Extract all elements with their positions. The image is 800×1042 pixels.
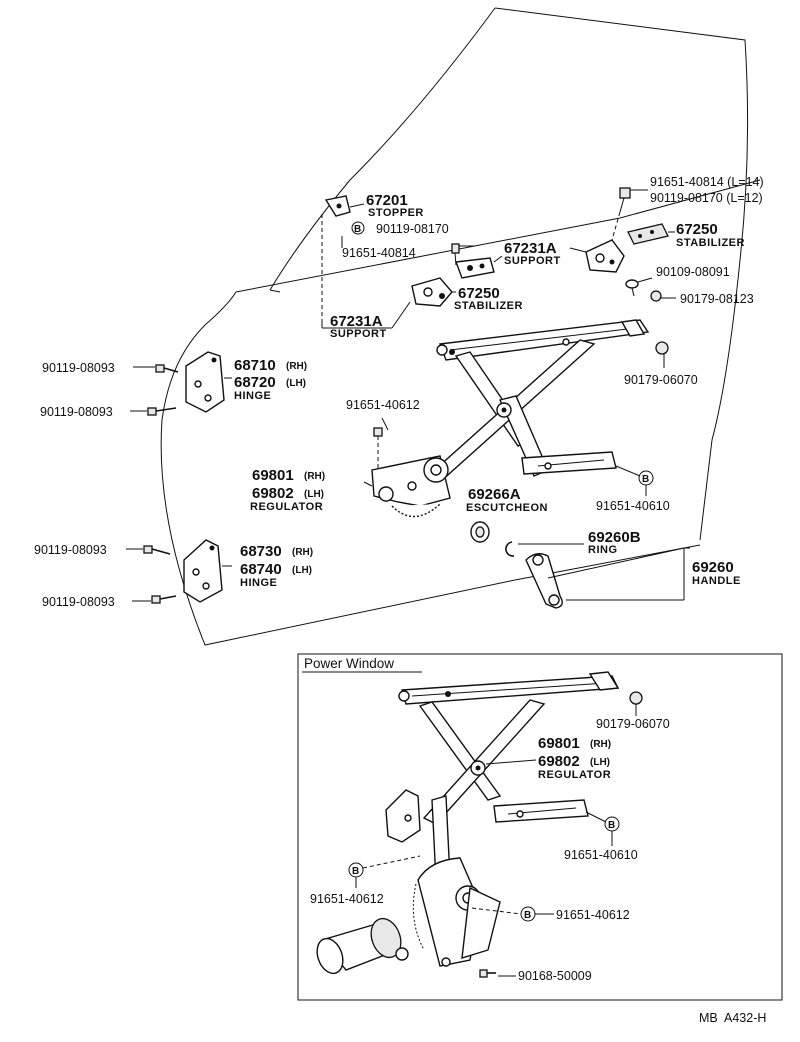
label-91651-40610: 91651-40610 [596,499,670,513]
pw-label-regulator: REGULATOR [538,769,611,781]
hinge-upper [185,351,225,413]
pw-label-lh: (LH) [590,757,610,768]
stopper-part [324,195,365,217]
hinge-bolt-icon [151,595,177,604]
b-circle-icon [351,221,365,235]
label-90179-06070: 90179-06070 [624,373,698,387]
hinge-bolt-icon [155,364,179,373]
label-lh-2: (LH) [292,565,312,576]
pw-label-rh: (RH) [590,739,611,750]
label-ring: RING [588,544,618,556]
label-68740: 68740 [240,561,282,578]
label-hinge-1: HINGE [234,390,271,402]
label-68720: 68720 [234,374,276,391]
label-91651-40814: 91651-40814 [342,246,416,260]
label-68710: 68710 [234,357,276,374]
label-67201: 67201 [366,192,408,209]
label-b-right: B [642,474,649,485]
label-67231a-top: 67231A [504,240,557,257]
pw-screw-icon [479,969,496,978]
label-stopper: STOPPER [368,207,424,219]
power-window-panel: Power Window [297,653,783,1001]
pw-label-b3: B [524,910,531,921]
motor-icon [316,917,409,975]
hinge-lower [183,539,223,603]
label-69801: 69801 [252,467,294,484]
washer-icon [625,279,639,297]
label-90119-08170: 90119-08170 [376,222,449,236]
label-69266a: 69266A [468,486,521,503]
stabilizer-right [627,223,669,245]
stabilizer-mid [411,277,453,307]
label-69260b: 69260B [588,529,641,546]
label-hinge-2: HINGE [240,577,277,589]
label-rh-3: (RH) [304,471,325,482]
hinge-bolt-icon [147,407,177,416]
label-91651-40814-l14: 91651-40814 (L=14) [650,175,764,189]
rail-nut-icon [655,341,669,355]
power-window-title: Power Window [304,656,394,671]
label-90119-08093-b: 90119-08093 [40,405,113,419]
escutcheon-icon [470,521,490,543]
label-67250-right: 67250 [676,221,718,238]
label-91651-40612: 91651-40612 [346,398,420,412]
label-67231a-left: 67231A [330,313,383,330]
label-lh-1: (LH) [286,378,306,389]
pw-label-91651-40612-left: 91651-40612 [310,892,384,906]
label-rh-1: (RH) [286,361,307,372]
pw-label-90179-06070: 90179-06070 [596,717,670,731]
label-90179-08123: 90179-08123 [680,292,754,306]
figure-code: MB A432-H [699,1011,766,1025]
pw-label-91651-40610: 91651-40610 [564,848,638,862]
pw-label-69801: 69801 [538,735,580,752]
label-90109-08091: 90109-08091 [656,265,730,279]
screw-icon [619,187,631,213]
label-90119-08093-d: 90119-08093 [42,595,115,609]
ring-icon [505,541,515,557]
label-stabilizer-mid: STABILIZER [454,300,523,312]
label-90119-08093-c: 90119-08093 [34,543,107,557]
label-regulator: REGULATOR [250,501,323,513]
pw-label-b2: B [352,866,359,877]
label-support-top: SUPPORT [504,255,561,267]
label-68730: 68730 [240,543,282,560]
label-69802: 69802 [252,485,294,502]
support-bracket-right [585,239,625,273]
pw-label-91651-40612-right: 91651-40612 [556,908,630,922]
support-bracket-top [455,257,495,279]
manual-regulator [371,319,650,518]
label-support-left: SUPPORT [330,328,387,340]
pw-label-90168-50009: 90168-50009 [518,969,592,983]
label-handle: HANDLE [692,575,741,587]
pw-label-b1: B [608,820,615,831]
pw-label-69802: 69802 [538,753,580,770]
label-rh-2: (RH) [292,547,313,558]
label-b-top: B [354,224,361,235]
regulator-bolt-icon [373,427,383,468]
label-stabilizer-right: STABILIZER [676,237,745,249]
label-90119-08093-a: 90119-08093 [42,361,115,375]
label-69260: 69260 [692,559,734,576]
hinge-bolt-icon [143,545,171,555]
label-90119-08170-l12: 90119-08170 (L=12) [650,191,763,205]
label-escutcheon: ESCUTCHEON [466,502,548,514]
pw-nut-icon [629,691,643,705]
label-lh-3: (LH) [304,489,324,500]
door-glass-outline [160,7,761,646]
handle-icon [525,553,563,609]
label-67250-mid: 67250 [458,285,500,302]
nut-icon [650,290,662,302]
